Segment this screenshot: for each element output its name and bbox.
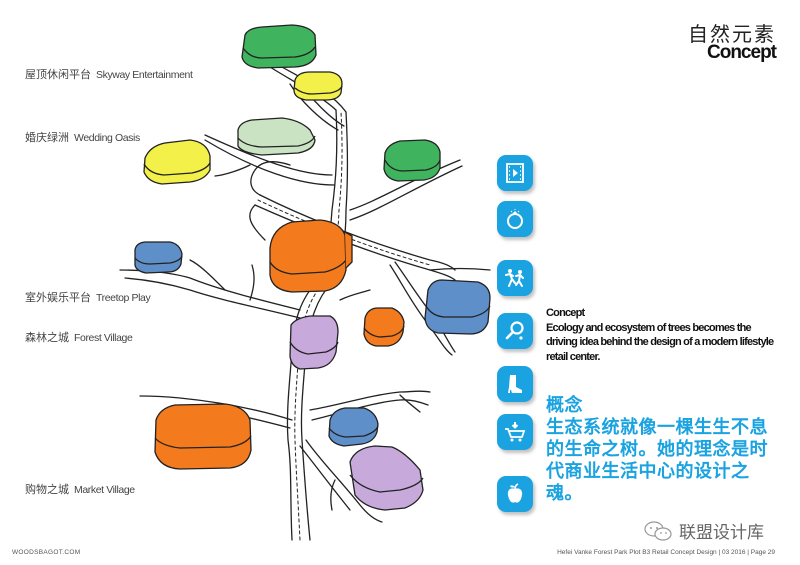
shopping-cart-icon [497, 414, 533, 450]
concept-body-en: Ecology and ecosystem of trees becomes t… [546, 321, 774, 363]
concept-text-cn: 概念 生态系统就像一棵生生不息的生命之树。她的理念是时代商业生活中心的设计之魂。 [546, 395, 786, 505]
wechat-icon [644, 520, 672, 541]
platform-skyway-small [293, 71, 343, 101]
platform-forest-blue [424, 279, 491, 335]
trunk [286, 109, 338, 541]
concept-body-cn: 生态系统就像一棵生生不息的生命之树。她的理念是时代商业生活中心的设计之魂。 [546, 417, 768, 504]
platform-skyway-large [241, 24, 317, 69]
concept-heading-cn: 概念 [546, 395, 583, 416]
zone-label-en: Skyway Entertainment [96, 69, 193, 81]
zone-label-market: 购物之城 Market Village [25, 481, 135, 497]
zone-label-cn: 室外娱乐平台 [25, 291, 91, 304]
concept-heading-en: Concept [546, 307, 585, 319]
zone-label-cn: 婚庆绿洲 [25, 131, 69, 144]
magnifier-icon [497, 313, 533, 349]
watermark: 联盟设计库 [643, 518, 764, 543]
zone-label-en: Market Village [74, 484, 135, 496]
platform-treetop-orange [269, 219, 347, 293]
platform-wedding-yellow [143, 139, 211, 185]
zone-label-skyway: 屋顶休闲平台 Skyway Entertainment [25, 66, 193, 82]
footer-website: WOODSBAGOT.COM [12, 549, 81, 556]
platform-entertainment-green [383, 139, 441, 182]
zone-label-cn: 购物之城 [25, 483, 69, 496]
header-title-en: Concept [707, 42, 777, 63]
platform-forest-lavender [289, 315, 339, 370]
ring-icon [497, 201, 533, 237]
watermark-text: 联盟设计库 [679, 523, 764, 543]
zone-label-en: Forest Village [74, 332, 133, 344]
zone-label-en: Treetop Play [96, 292, 151, 304]
footer-project-info: Hefei Vanke Forest Park Plot B3 Retail C… [557, 549, 775, 556]
zone-label-en: Wedding Oasis [74, 132, 140, 144]
platform-market-orange [154, 403, 252, 470]
platform-market-lavender [349, 445, 424, 511]
concept-text-en: Concept Ecology and ecosystem of trees b… [546, 306, 776, 364]
zone-label-cn: 屋顶休闲平台 [25, 68, 91, 81]
platforms [134, 24, 491, 511]
zone-label-treetop: 室外娱乐平台 Treetop Play [25, 289, 151, 305]
play-people-icon [497, 260, 533, 296]
platform-forest-orange [363, 307, 405, 347]
platform-wedding-pale [237, 117, 316, 156]
zone-label-forest: 森林之城 Forest Village [25, 329, 133, 345]
film-icon [497, 155, 533, 191]
platform-market-blue [328, 407, 379, 447]
header-title-cn: 自然元素 [688, 22, 776, 46]
zone-label-cn: 森林之城 [25, 331, 69, 344]
apple-icon [497, 476, 533, 512]
boot-icon [497, 366, 533, 402]
zone-label-wedding: 婚庆绿洲 Wedding Oasis [25, 129, 140, 145]
platform-treetop-blue [134, 241, 183, 274]
